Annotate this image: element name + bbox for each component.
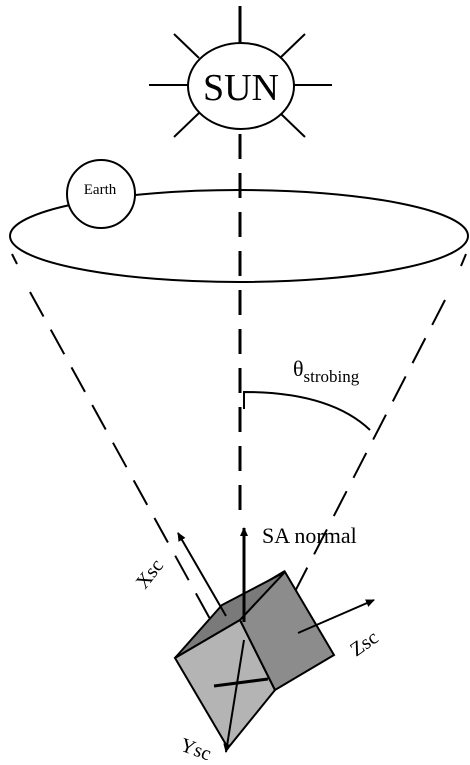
sun: SUN <box>149 6 332 138</box>
sa-normal-label: SA normal <box>262 523 357 548</box>
sun-label: SUN <box>203 67 279 109</box>
cube-mark <box>213 677 269 688</box>
y-axis-arrow <box>223 639 245 753</box>
y-axis-label: Ysc <box>177 734 214 765</box>
cube-right-face <box>238 570 336 692</box>
orbit-edge-left <box>11 253 18 265</box>
z-axis-arrow <box>297 599 375 634</box>
z-axis-label: Zsc <box>346 626 382 661</box>
orbit-edge-right <box>460 253 467 267</box>
strobing-angle-label: θstrobing <box>293 356 360 386</box>
x-axis-label: Xsc <box>132 555 169 593</box>
earth: Earth <box>66 159 136 229</box>
strobing-subscript: strobing <box>304 367 360 386</box>
strobing-angle-arc <box>243 390 371 431</box>
earth-circle <box>66 159 136 229</box>
cone-line-left <box>29 291 216 629</box>
cone-line-right <box>269 299 446 641</box>
theta-symbol: θ <box>293 356 304 381</box>
spacecraft-cube <box>173 570 336 750</box>
sun-disc <box>187 42 295 130</box>
earth-label: Earth <box>84 182 117 198</box>
x-axis-arrow <box>177 532 227 617</box>
